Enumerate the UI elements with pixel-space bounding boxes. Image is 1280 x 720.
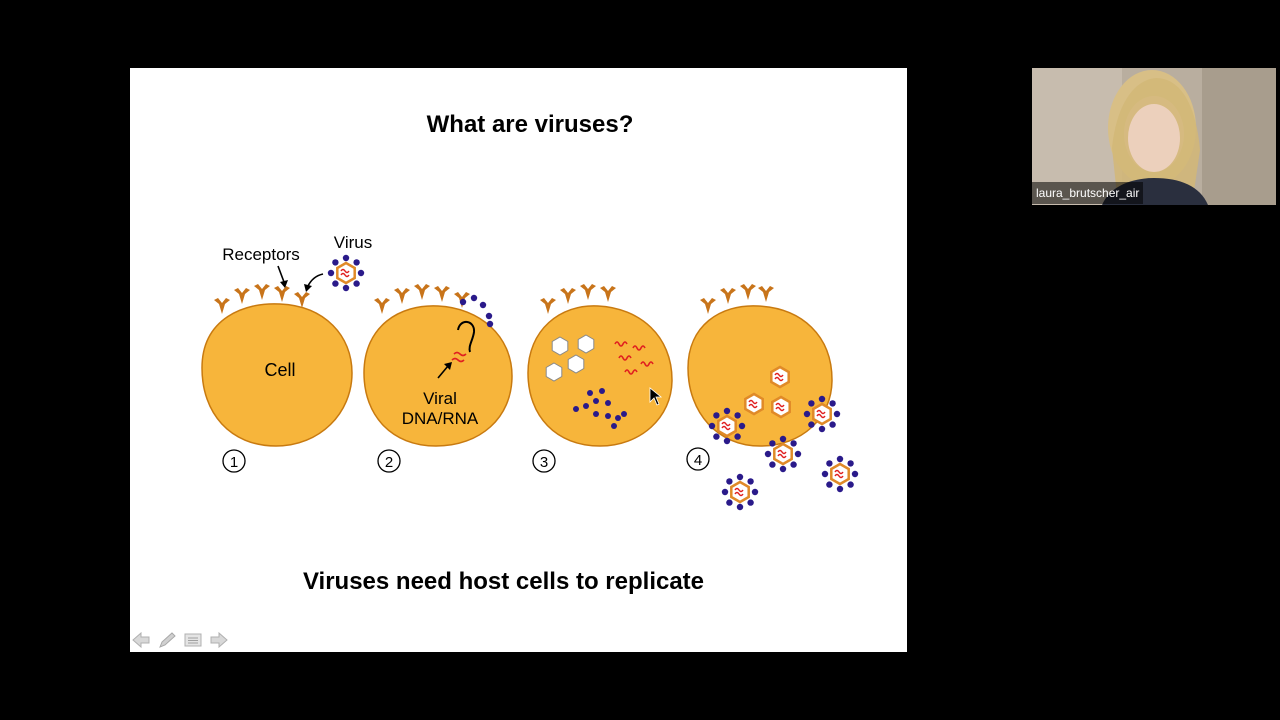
arrow-right-icon[interactable]	[210, 631, 228, 649]
cell-4: 4	[686, 284, 860, 512]
cell-2: Viral DNA/RNA 2	[363, 284, 513, 473]
pen-icon[interactable]	[158, 632, 176, 648]
slide-navigation	[132, 630, 228, 650]
step-4-label: 4	[694, 452, 702, 469]
step-3-label: 3	[540, 454, 548, 471]
cell-label: Cell	[264, 360, 295, 380]
menu-icon[interactable]	[184, 632, 202, 648]
step-1-label: 1	[230, 454, 238, 471]
participant-name-tag: laura_brutscher_air	[1032, 182, 1144, 204]
receptors-label: Receptors	[222, 245, 299, 264]
viral-label-line2: DNA/RNA	[402, 409, 479, 428]
presentation-slide: What are viruses?	[130, 68, 907, 652]
virus-label: Virus	[334, 233, 372, 252]
step-2-label: 2	[385, 454, 393, 471]
viral-label-line1: Viral	[423, 389, 457, 408]
cell-3: 3	[527, 284, 673, 473]
slide-title: What are viruses?	[426, 111, 634, 138]
slide-caption: Viruses need host cells to replicate	[302, 568, 705, 595]
virus-replication-diagram: Cell Receptors Virus 1 Viral DNA/RNA 2	[201, 233, 860, 512]
cell-1: Cell Receptors Virus 1	[201, 233, 372, 473]
arrow-left-icon[interactable]	[132, 631, 150, 649]
